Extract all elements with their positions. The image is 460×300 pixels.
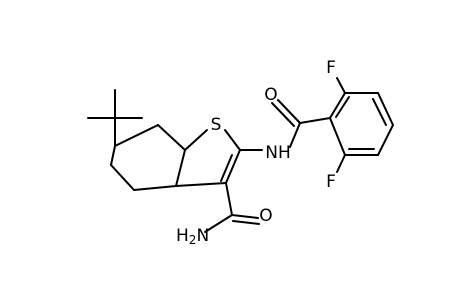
difluorophenyl-ring — [329, 77, 394, 173]
fluorine-bottom-label: F — [326, 172, 336, 192]
bond — [110, 164, 135, 191]
amine-subscript: 2 — [189, 233, 197, 247]
bond — [220, 154, 233, 182]
amine-n: N — [196, 226, 209, 246]
carbonyl-oxygen-label: O — [264, 85, 277, 105]
bond — [377, 92, 394, 126]
bond — [157, 124, 186, 151]
atom-labels: S NH O F F O H2N — [176, 58, 336, 247]
bond — [133, 185, 177, 191]
bond — [232, 220, 260, 225]
sulfur-label: S — [211, 115, 222, 135]
bond — [329, 117, 346, 156]
amine-nh2-label: H2N — [176, 226, 209, 247]
thiophene-ring — [175, 129, 241, 187]
carboxamide-oxygen-label: O — [259, 206, 272, 226]
bond — [175, 182, 227, 187]
bond — [225, 182, 233, 216]
amine-h: H — [176, 226, 189, 246]
amide-linker — [239, 99, 331, 151]
cyclohexene-ring — [110, 124, 186, 191]
fluorine-top-label: F — [326, 58, 336, 78]
bond — [225, 149, 241, 184]
bond — [335, 96, 350, 118]
nh-label: NH — [265, 143, 291, 163]
bond — [204, 214, 233, 233]
bond — [336, 154, 346, 173]
bond — [329, 92, 346, 119]
bond — [289, 122, 301, 148]
bond — [299, 117, 331, 124]
bond — [224, 129, 241, 151]
bond — [184, 129, 208, 151]
bond — [271, 102, 295, 127]
tert-butyl-group — [87, 89, 143, 147]
bond — [277, 99, 301, 124]
bond — [372, 98, 387, 126]
bond — [377, 124, 394, 156]
bond — [110, 145, 116, 166]
bond — [336, 77, 346, 94]
bond — [114, 124, 159, 147]
bond — [231, 214, 259, 219]
bond — [175, 149, 186, 187]
carboxamide-group — [204, 182, 260, 233]
